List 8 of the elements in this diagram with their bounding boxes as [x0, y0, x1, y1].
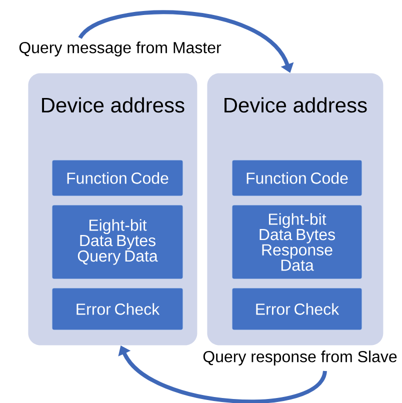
field-box: Error Check — [52, 288, 184, 330]
field-box: Function Code — [232, 160, 362, 196]
field-box: Error Check — [232, 288, 362, 330]
field-box: Eight-bit Data Bytes Response Data — [232, 204, 362, 280]
edge-label: Query message from Master — [18, 40, 222, 58]
field-box: Eight-bit Data Bytes Query Data — [52, 204, 184, 280]
field-box: Function Code — [52, 160, 184, 196]
edge-label: Query response from Slave — [202, 350, 398, 366]
